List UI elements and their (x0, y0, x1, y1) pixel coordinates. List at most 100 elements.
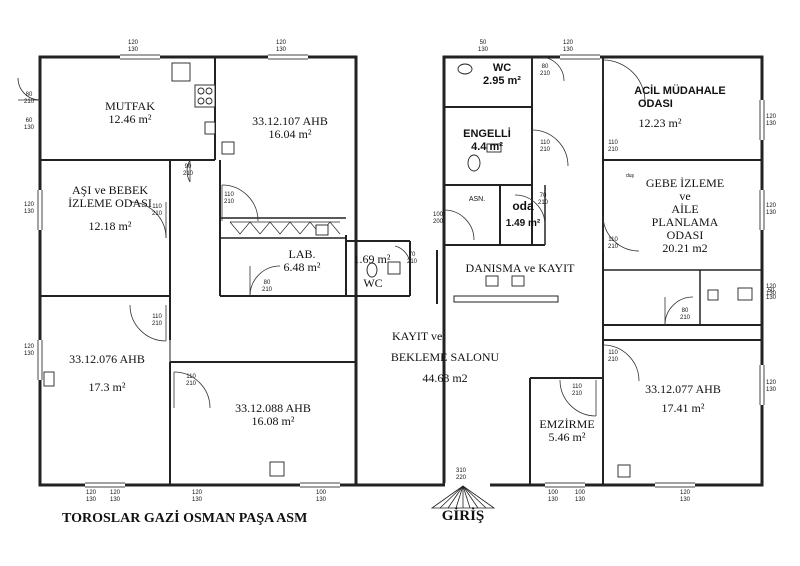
room-name: 33.12.076 AHB (69, 352, 145, 366)
room-name: ve (679, 189, 691, 203)
room-name: BEKLEME SALONU (390, 350, 500, 364)
room-ahb088: 33.12.088 AHB 16.08 m² (218, 402, 328, 428)
room-acil-area: 12.23 m² (638, 116, 682, 130)
dimension-value: 130 (24, 209, 35, 215)
dimension-value: 210 (183, 171, 194, 177)
dimension-value: 110 (608, 140, 618, 146)
room-name: EMZİRME (539, 417, 595, 431)
room-asn: ASN. (468, 196, 486, 203)
dimension-value: 130 (86, 497, 97, 503)
dimension-value: 130 (766, 295, 777, 301)
dimension-value: 120 (86, 490, 97, 496)
dimension-value: 110 (608, 237, 618, 243)
room-area: 5.46 m² (548, 430, 586, 444)
room-engelli: ENGELLİ 4.4 m² (452, 128, 522, 154)
room-area: 44.63 m2 (422, 371, 468, 385)
dimension-value: 130 (276, 47, 287, 53)
dimension-value: 130 (128, 47, 139, 53)
room-name: LAB. (288, 247, 316, 261)
dimension-value: 80 (25, 92, 33, 98)
room-ahb077: 33.12.077 AHB 17.41 m² (628, 383, 738, 415)
room-mutfak: MUTFAK 12.46 m² (90, 100, 170, 126)
dimension-value: 100 (575, 490, 586, 496)
dimension-value: 110 (540, 140, 550, 146)
dimension-value: 120 (24, 344, 35, 350)
dimension-value: 100 (548, 490, 559, 496)
room-name: AŞI ve BEBEK (72, 183, 148, 197)
dimension-value: 130 (478, 47, 489, 53)
dimension-value: 120 (680, 490, 691, 496)
dimension-value: 130 (766, 291, 777, 297)
dimension-value: 310 (456, 468, 467, 474)
dimension-value: 80 (263, 280, 271, 286)
dimension-value: 110 (152, 314, 162, 320)
dimension-value: 80 (681, 308, 689, 314)
dimension-value: 130 (316, 497, 327, 503)
toilet-icon (366, 262, 378, 278)
sink-icon (204, 121, 216, 135)
room-name: 33.12.088 AHB (235, 401, 311, 415)
dimension-value: 130 (766, 387, 777, 393)
toilet-icon (467, 154, 481, 172)
dimension-value: 110 (186, 374, 196, 380)
room-area: 1.69 m² (353, 252, 391, 266)
dimension-value: 100 (316, 490, 327, 496)
room-emzirme: EMZİRME 5.46 m² (532, 418, 602, 444)
dimension-value: 130 (766, 210, 777, 216)
dimension-value: 100 (433, 212, 444, 218)
dimension-value: 210 (608, 147, 619, 153)
room-name: PLANLAMA (651, 215, 719, 229)
room-dus: duş (625, 173, 635, 179)
room-area: 20.21 m2 (662, 241, 708, 255)
sink-icon (486, 143, 502, 153)
sink-icon (43, 371, 55, 387)
chair-icon (485, 275, 499, 287)
dimension-value: 200 (433, 219, 444, 225)
room-name: MUTFAK (105, 99, 155, 113)
room-name: AİLE (671, 202, 699, 216)
dimension-value: 130 (563, 47, 574, 53)
dimension-value: 130 (575, 497, 586, 503)
toilet-icon (457, 63, 473, 75)
dimension-value: 90 (184, 164, 192, 170)
dimension-value: 110 (152, 204, 162, 210)
dimension-value: 210 (407, 259, 418, 265)
dimension-value: 120 (766, 114, 777, 120)
room-acil: ACİL MÜDAHALE ODASI (620, 85, 740, 111)
dimension-value: 130 (548, 497, 559, 503)
entrance-arrow (430, 485, 496, 509)
room-area: 6.48 m² (283, 260, 321, 274)
dimension-value: 120 (110, 490, 121, 496)
room-danisma: DANISMA ve KAYIT (465, 261, 575, 275)
dimension-value: 120 (766, 380, 777, 386)
dimension-value: 210 (24, 99, 35, 105)
dimension-value: 50 (767, 288, 775, 294)
sink-icon (315, 224, 329, 236)
room-asi: AŞI ve BEBEK İZLEME ODASI 12.18 m² (55, 184, 165, 233)
sink-icon (387, 261, 401, 275)
dimension-value: 210 (224, 199, 235, 205)
dimension-value: 210 (540, 71, 551, 77)
plan-title: TOROSLAR GAZİ OSMAN PAŞA ASM (62, 511, 308, 526)
dimension-value: 210 (152, 321, 163, 327)
room-area: 16.08 m² (251, 414, 295, 428)
